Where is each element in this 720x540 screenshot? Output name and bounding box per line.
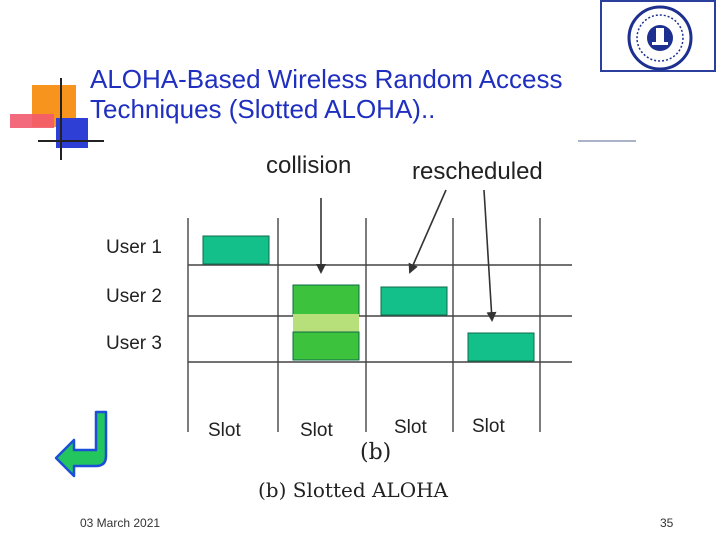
user-label-2: User 2	[106, 286, 162, 307]
packet-user3-slot4-rescheduled	[467, 332, 535, 362]
university-seal-icon	[627, 5, 693, 71]
title-rule	[578, 140, 636, 142]
diagram-caption: (b) Slotted ALOHA	[258, 478, 448, 502]
sub-label: (b)	[360, 440, 392, 465]
collision-overlap-band	[293, 314, 359, 332]
rescheduled-label: rescheduled	[412, 158, 543, 185]
return-arrow-icon	[54, 410, 108, 478]
slot-label-3: Slot	[394, 417, 427, 438]
decor-cross-vertical	[60, 78, 62, 160]
page-number: 35	[660, 516, 674, 530]
slide-title-line1: ALOHA-Based Wireless Random Access	[90, 64, 563, 94]
slot-label-4: Slot	[472, 416, 505, 437]
packet-user1-slot1-success	[202, 235, 270, 265]
packet-user2-slot3-rescheduled	[380, 286, 448, 316]
rescheduled-arrow-slot3	[408, 189, 447, 274]
diagram-canvas	[187, 189, 572, 432]
slide-title-line2: Techniques (Slotted ALOHA)..	[90, 94, 436, 124]
user-label-3: User 3	[106, 333, 162, 354]
packet-user3-slot2-collision	[292, 331, 360, 361]
collision-label: collision	[266, 152, 352, 179]
decor-square-pink	[10, 114, 54, 128]
slot-label-1: Slot	[208, 420, 241, 441]
slotted-aloha-diagram: collision rescheduled User 1 User 2 User…	[100, 150, 580, 510]
user-label-1: User 1	[106, 237, 162, 258]
footer-date: 03 March 2021	[80, 516, 161, 530]
rescheduled-arrow-slot4	[483, 189, 497, 322]
slot-label-2: Slot	[300, 420, 333, 441]
decor-cross-horizontal	[38, 140, 104, 142]
university-logo	[600, 0, 716, 72]
packet-user2-slot2-collision	[292, 284, 360, 316]
slide-title: ALOHA-Based Wireless Random Access Techn…	[90, 64, 690, 124]
return-arrow-button[interactable]	[52, 408, 112, 478]
